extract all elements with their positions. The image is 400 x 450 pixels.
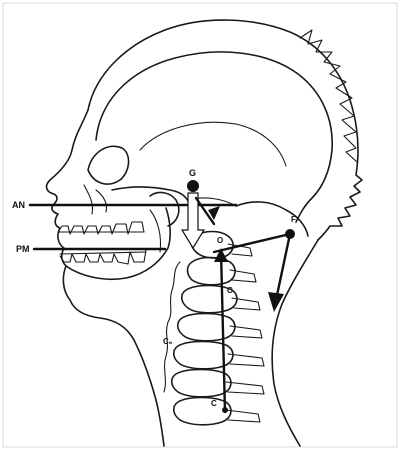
cervical-spine	[164, 232, 264, 425]
o-f-line	[214, 234, 290, 252]
label-o: O	[217, 236, 223, 245]
hair-texture	[300, 30, 357, 162]
neck-back-contour	[272, 240, 318, 446]
cranium-outline	[96, 52, 332, 222]
scalp-outline	[88, 20, 362, 240]
f-force-line	[276, 234, 290, 300]
g-point	[187, 180, 199, 192]
eye-orbit	[88, 146, 129, 184]
nasal-bone	[84, 185, 107, 214]
upper-teeth	[58, 222, 144, 234]
label-c6: C₆	[163, 337, 173, 346]
frame-border	[3, 3, 397, 447]
compression-line	[221, 252, 225, 412]
face-profile	[47, 110, 164, 446]
temporal-line	[140, 122, 286, 166]
label-c-bottom: C	[211, 399, 217, 408]
lower-teeth	[60, 250, 146, 264]
c-bottom-point	[222, 407, 228, 413]
gravity-arrow	[182, 193, 204, 248]
label-g: G	[189, 168, 196, 178]
mandible-ramus	[150, 210, 161, 252]
label-c: C	[227, 286, 233, 295]
label-f: F	[291, 215, 296, 224]
label-pm: PM	[16, 244, 30, 254]
ear-region	[150, 193, 179, 226]
f-force-arrowhead	[268, 292, 284, 312]
mandible	[66, 208, 170, 279]
label-an: AN	[12, 200, 25, 210]
